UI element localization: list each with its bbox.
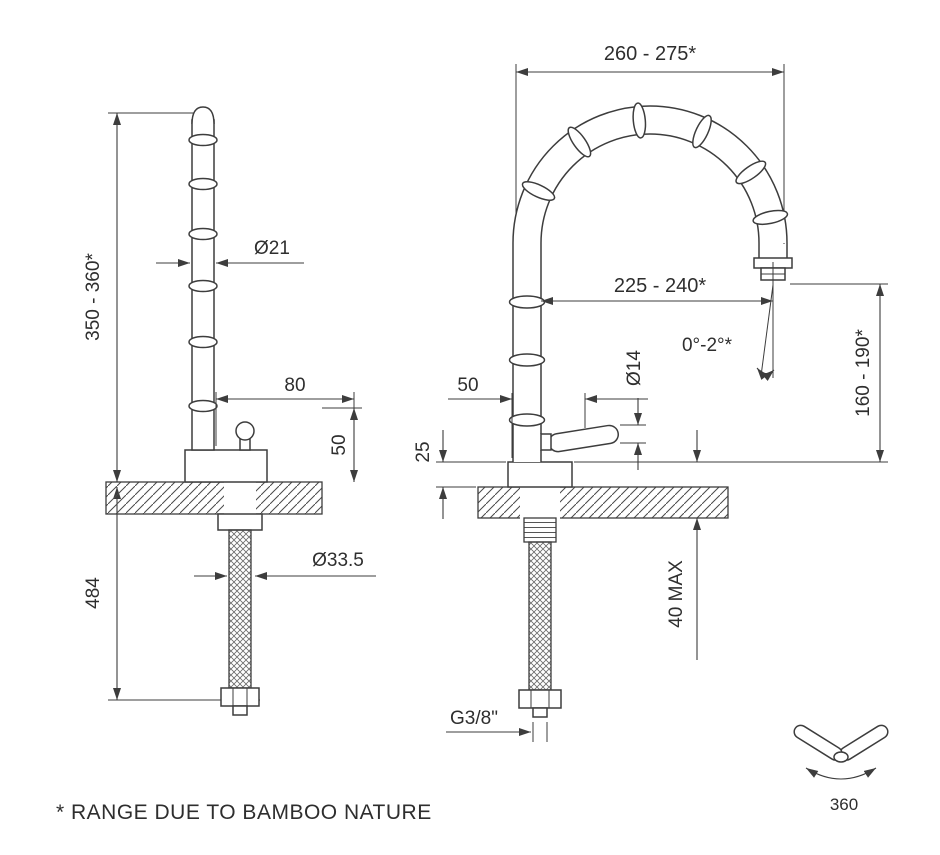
dim-base-height-side: 50 [322,407,362,482]
dim-counter-thickness: 40 MAX [600,430,710,660]
threaded-shank [523,517,557,543]
side-view-under-counter [217,513,263,716]
dim-spout-angle: 0°-2°* [682,284,775,381]
dim-height-range: 350 - 360* [83,112,196,482]
swivel-pivot [833,751,849,763]
spout-diameter-label: Ø21 [254,238,290,259]
rotation-arrow-icon [805,767,877,780]
front-view-faucet-body [507,102,793,488]
lever-diameter-label: Ø14 [624,350,645,386]
front-view-under-counter [518,517,562,718]
dim-spout-diameter: Ø21 [156,238,304,267]
footnote: * RANGE DUE TO BAMBOO NATURE [56,801,432,824]
dim-lever-diameter: Ø14 [620,350,646,470]
side-view: 350 - 360* 484 [83,106,376,716]
shank-diameter-label: Ø33.5 [312,550,364,571]
dim-supply-thread: G3/8" [446,708,548,742]
column-cap [191,106,215,125]
spout-arc-outer [512,105,788,244]
dim-base-depth: 80 [215,375,355,480]
dim-under-counter-length: 484 [83,487,260,701]
bamboo-nodes-side [188,133,218,413]
rotation-degrees-label: 360 [830,795,858,814]
spout-reach-overall-label: 260 - 275* [604,43,697,65]
faucet-base-front [507,461,573,488]
bamboo-nodes-front [508,102,789,427]
under-counter-length-label: 484 [83,577,104,609]
lever-handle [548,424,619,453]
base-height-front-label: 25 [413,441,434,462]
dim-shank-diameter: Ø33.5 [194,550,376,580]
front-view: 260 - 275* [413,43,888,742]
swivel-indicator: 360 [793,724,889,814]
faucet-base-side [184,449,268,483]
dim-outlet-height: 160 - 190* [574,283,888,463]
front-view-countertop [477,486,729,519]
base-depth-label: 80 [284,375,305,396]
base-height-side-label: 50 [329,434,350,455]
supply-hose-side [228,529,252,689]
spout-reach-label: 225 - 240* [614,275,707,297]
hose-tail-front [532,707,548,718]
hose-tail-side [232,705,248,716]
spout-angle-label: 0°-2°* [682,335,733,356]
side-view-faucet-body [184,106,268,483]
supply-hose-front [528,541,552,691]
dim-base-height-front: 25 [413,430,506,519]
outlet-height-label: 160 - 190* [853,329,874,417]
lever-boss [540,433,552,451]
dim-body-width: 50 [448,375,648,458]
counter-thickness-label: 40 MAX [666,560,687,628]
mounting-nut-side [217,513,263,531]
body-width-label: 50 [457,375,478,396]
dim-spout-reach: 225 - 240* [541,262,774,312]
hose-nut-side [220,687,260,707]
side-view-countertop [105,481,323,515]
handle-ball-side [235,421,255,441]
height-range-label: 350 - 360* [83,253,104,341]
supply-thread-label: G3/8" [450,708,498,729]
hex-nut-front [518,689,562,709]
